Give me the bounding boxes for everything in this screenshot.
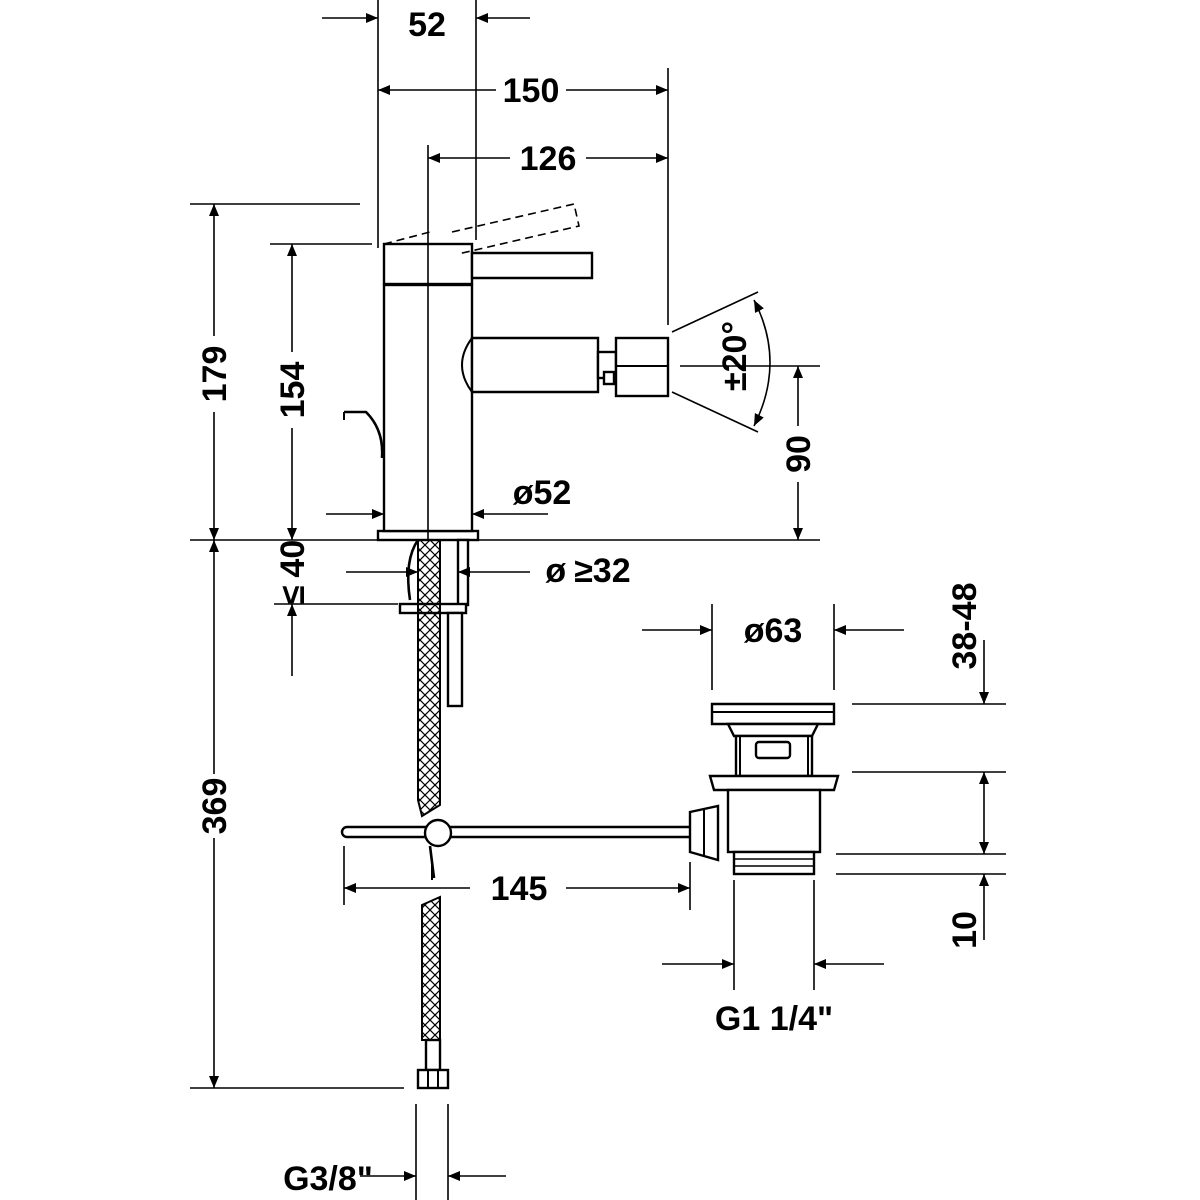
lift-cable <box>406 539 420 601</box>
label-hole-diameter-prefix: ø <box>545 552 566 590</box>
waste-cage-window <box>754 740 792 760</box>
label-deck-thickness-prefix: ≤ <box>274 586 312 605</box>
label-overall-width: 150 <box>503 72 560 110</box>
jet-nozzle <box>602 370 616 386</box>
label-deck-thickness-value: 40 <box>274 540 312 578</box>
rod-pivot-link <box>428 845 436 879</box>
label-waste-thread-height: 10 <box>946 911 984 949</box>
label-hole-diameter: ø≥32 <box>545 552 630 590</box>
label-top-width: 52 <box>408 6 446 44</box>
handle-raised-link <box>383 231 431 245</box>
spout-joint <box>461 337 473 393</box>
popup-lift-rod <box>344 410 384 459</box>
spout <box>470 336 600 394</box>
label-body-diameter: ø52 <box>513 474 572 512</box>
waste-body <box>726 788 822 854</box>
flex-hose-upper <box>417 539 441 818</box>
label-spout-height: 90 <box>780 435 818 473</box>
handle-raised-position <box>451 203 580 255</box>
label-deck-thickness: ≤40 <box>274 540 312 605</box>
label-rod-length: 145 <box>491 870 548 908</box>
rod-pivot <box>423 818 453 848</box>
label-spout-reach: 126 <box>520 140 577 178</box>
dimension-lines <box>209 13 989 1181</box>
label-waste-range: 38-48 <box>946 583 984 670</box>
horizontal-pull-rod <box>340 825 696 839</box>
handle-lever <box>470 251 594 280</box>
hose-fitting-neck <box>424 1038 442 1072</box>
label-hole-diameter-value: ≥32 <box>574 552 630 590</box>
label-hose-thread: G3/8" <box>283 1160 373 1198</box>
faucet-body <box>190 145 820 542</box>
flex-hose-lower <box>421 895 441 1041</box>
under-deck <box>398 538 470 1090</box>
hose-nut <box>416 1068 450 1090</box>
waste-thread <box>732 850 816 876</box>
label-waste-diameter: ø63 <box>744 612 803 650</box>
waste-plug-stem <box>726 722 820 738</box>
label-hose-length: 369 <box>196 778 234 835</box>
label-height-total: 179 <box>196 346 234 403</box>
label-height-body: 154 <box>274 362 312 419</box>
popup-linkage <box>340 804 720 879</box>
dimline-angle-arc <box>753 299 771 427</box>
label-waste-thread: G1 1/4" <box>715 1000 833 1038</box>
popup-waste <box>708 702 840 876</box>
dimension-labels: 52 150 126 179 154 ±20° 90 ø52 ø≥32 ≤40 … <box>196 6 984 1198</box>
ext-angle-top <box>671 291 759 333</box>
waste-plug-cap <box>710 702 836 726</box>
label-angle: ±20° <box>716 321 754 391</box>
extension-lines <box>190 0 1006 1200</box>
waste-flange <box>708 774 840 792</box>
ext-angle-bottom <box>671 391 759 433</box>
fixing-stud <box>446 611 464 708</box>
